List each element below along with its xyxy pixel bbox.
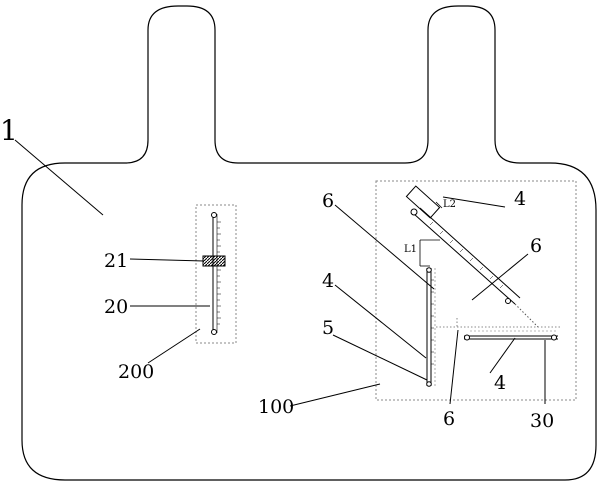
label-4-upper: 4 [514, 188, 526, 210]
label-l2: L2 [443, 199, 456, 210]
leader-lines [14, 139, 546, 407]
vertical-scale-20 [211, 212, 221, 335]
label-6-bottom: 6 [443, 408, 455, 430]
label-21: 21 [104, 250, 128, 272]
label-1: 1 [0, 114, 18, 147]
l1-dimension [419, 239, 440, 267]
label-4-left: 4 [322, 270, 334, 292]
body-shape [21, 5, 597, 481]
label-100: 100 [258, 396, 294, 418]
vertical-scale-right [426, 267, 436, 387]
label-5: 5 [322, 317, 334, 339]
diagonal-scale [405, 185, 539, 328]
label-30: 30 [530, 410, 554, 432]
label-6-top-left: 6 [322, 190, 334, 212]
label-4-lower: 4 [494, 372, 506, 394]
label-l1: L1 [404, 244, 417, 255]
slider-block-21 [202, 255, 226, 267]
label-20: 20 [104, 296, 128, 318]
l2-dimension [435, 201, 443, 209]
horizontal-rail-30 [464, 330, 558, 341]
left-box-200 [195, 204, 237, 344]
label-6-top-right: 6 [530, 235, 542, 257]
label-200: 200 [118, 361, 154, 383]
right-box-100 [375, 180, 577, 401]
